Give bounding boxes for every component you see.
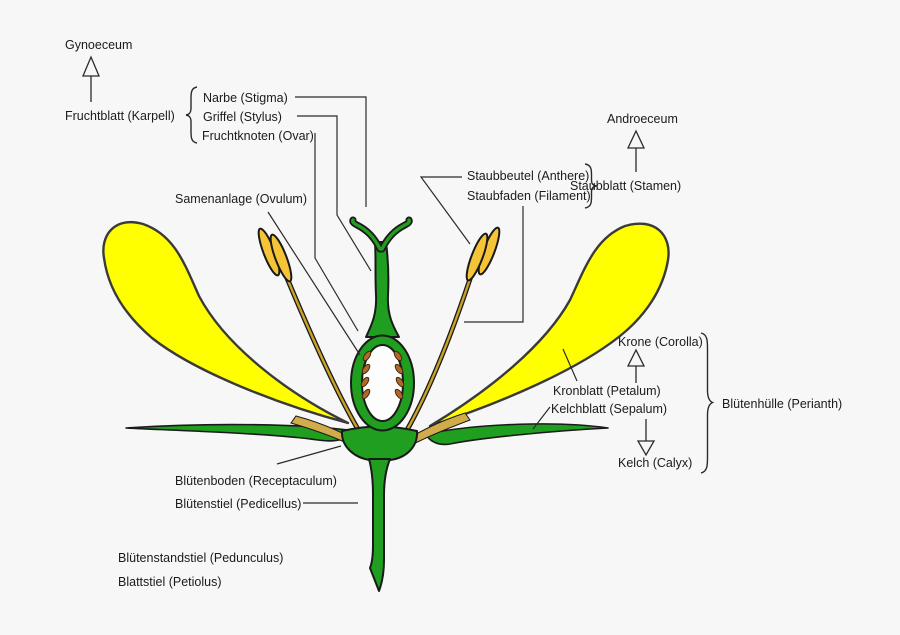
left-filament-core bbox=[285, 277, 364, 437]
kelchblatt-line bbox=[532, 406, 551, 430]
ovules bbox=[360, 350, 405, 400]
kronblatt-line bbox=[562, 348, 578, 382]
label-bluetenboden: Blütenboden (Receptaculum) bbox=[175, 474, 337, 488]
griffel-line bbox=[297, 115, 372, 272]
label-krone: Krone (Corolla) bbox=[618, 335, 703, 349]
gynoeceum-arrow-up-icon bbox=[82, 55, 100, 102]
androeceum-arrow-up-icon bbox=[626, 129, 646, 172]
fruchtknoten-line bbox=[314, 133, 359, 332]
style bbox=[365, 241, 400, 338]
stamen-brace bbox=[584, 163, 597, 209]
narbe-line bbox=[295, 96, 367, 207]
label-kelch: Kelch (Calyx) bbox=[618, 456, 693, 470]
stamens bbox=[257, 226, 501, 439]
right-anther bbox=[465, 226, 501, 282]
left-petal bbox=[102, 221, 350, 425]
left-sepal bbox=[125, 423, 356, 442]
label-androeceum: Androeceum bbox=[607, 112, 678, 126]
label-staubfaden: Staubfaden (Filament) bbox=[467, 189, 591, 203]
pistil bbox=[349, 216, 413, 338]
arrows bbox=[82, 55, 656, 457]
label-gynoeceum: Gynoeceum bbox=[65, 38, 133, 52]
perianth-brace bbox=[700, 332, 715, 474]
right-sepal bbox=[425, 423, 609, 446]
staubfaden-line bbox=[464, 206, 524, 323]
karpell-brace bbox=[185, 86, 198, 144]
receptacle bbox=[340, 425, 419, 461]
samenanlage-line bbox=[267, 211, 361, 356]
label-bluetenstandstiel: Blütenstandstiel (Pedunculus) bbox=[118, 551, 284, 565]
label-staubbeutel: Staubbeutel (Anthere) bbox=[467, 169, 590, 183]
label-blattstiel: Blattstiel (Petiolus) bbox=[118, 575, 222, 589]
label-bluetenstiel: Blütenstiel (Pedicellus) bbox=[175, 497, 302, 511]
stem bbox=[368, 458, 391, 592]
bluetenboden-line bbox=[276, 445, 342, 465]
label-samenanlage: Samenanlage (Ovulum) bbox=[175, 192, 308, 206]
label-fruchtknoten: Fruchtknoten (Ovar) bbox=[202, 129, 314, 143]
label-fruchtblatt: Fruchtblatt (Karpell) bbox=[65, 109, 175, 123]
right-filament-core bbox=[401, 275, 473, 438]
leader-lines bbox=[267, 96, 578, 504]
krone-arrow-up-icon bbox=[626, 348, 646, 383]
staubbeutel-line bbox=[419, 176, 471, 245]
sepals bbox=[125, 423, 609, 446]
label-kelchblatt: Kelchblatt (Sepalum) bbox=[551, 402, 668, 416]
kelch-arrow-down-icon bbox=[636, 419, 656, 457]
braces bbox=[185, 86, 715, 474]
label-kronblatt: Kronblatt (Petalum) bbox=[553, 384, 661, 398]
label-griffel: Griffel (Stylus) bbox=[203, 110, 282, 124]
ovary bbox=[350, 334, 415, 432]
left-anther bbox=[257, 227, 293, 283]
label-bluetenhuelle: Blütenhülle (Perianth) bbox=[722, 397, 843, 411]
label-narbe: Narbe (Stigma) bbox=[203, 91, 288, 105]
label-staubblatt: Staubblatt (Stamen) bbox=[570, 179, 682, 193]
stigma bbox=[349, 216, 413, 253]
